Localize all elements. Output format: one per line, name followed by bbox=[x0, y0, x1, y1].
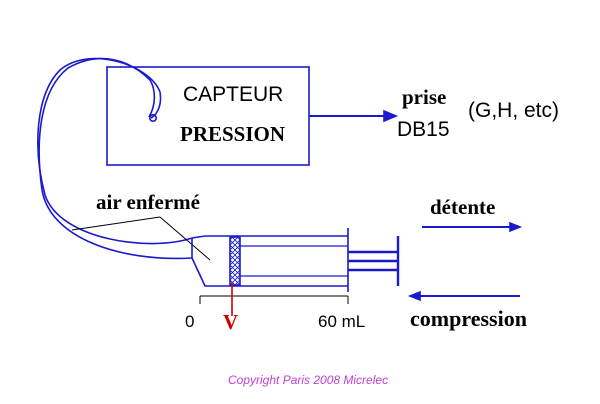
expansion-label: détente bbox=[430, 195, 496, 219]
tube-sensor-port bbox=[149, 114, 158, 123]
sensor-title-line2: PRESSION bbox=[180, 122, 286, 146]
scale-zero-label: 0 bbox=[185, 312, 195, 331]
connector-db15: DB15 bbox=[397, 118, 450, 141]
compression-label: compression bbox=[410, 306, 527, 331]
signal-arrowhead bbox=[383, 109, 399, 123]
syringe-piston bbox=[229, 236, 241, 286]
copyright-footer: Copyright Paris 2008 Micrelec bbox=[228, 373, 389, 387]
air-pointer-line-1 bbox=[159, 216, 211, 261]
connector-models: (G,H, etc) bbox=[468, 99, 560, 122]
pressure-sensor-box bbox=[106, 66, 310, 166]
sensor-title-line1: CAPTEUR bbox=[183, 83, 284, 106]
volume-symbol: V bbox=[223, 310, 239, 334]
compression-arrowhead bbox=[407, 290, 421, 302]
tube-inner bbox=[38, 57, 193, 260]
connector-word-prise: prise bbox=[402, 85, 447, 109]
expansion-arrowhead bbox=[509, 221, 523, 233]
tube-outer bbox=[37, 57, 193, 245]
trapped-air-label: air enfermé bbox=[96, 190, 200, 214]
syringe-nozzle bbox=[191, 235, 348, 287]
scale-end-label: 60 mL bbox=[318, 312, 366, 331]
air-pointer-line-2 bbox=[71, 216, 161, 231]
